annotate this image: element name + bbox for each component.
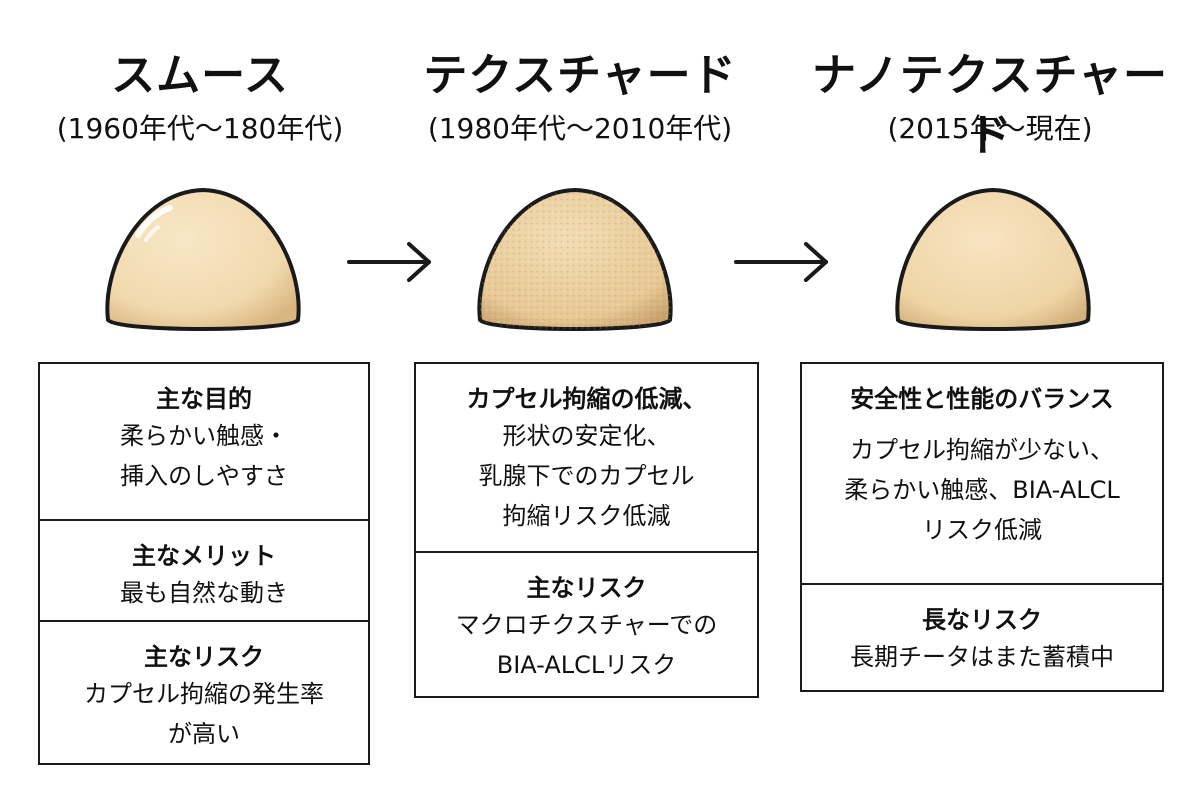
era-nanotextured: (2015年〜現在) — [887, 112, 1093, 145]
section-text: 柔らかい触感、BIA-ALCL — [844, 476, 1120, 504]
era-textured: (1980年代〜2010年代) — [427, 112, 733, 145]
right-arrow-icon — [734, 242, 828, 282]
section-text: 乳腺下でのカプセル — [478, 462, 695, 490]
title-smooth: スムース — [111, 50, 289, 101]
title-nanotextured: ナノテクスチャード — [811, 50, 1169, 161]
section-text: 最も自然な動き — [120, 579, 288, 607]
risk-section: 主なリスク カプセル拘縮の発生率 が高い — [40, 620, 368, 763]
section-heading: 主なリスク — [526, 574, 647, 602]
purpose-section: 安全性と性能のバランス カプセル拘縮が少ない、 柔らかい触感、BIA-ALCL … — [802, 364, 1162, 583]
section-heading: 主な目的 — [156, 385, 252, 413]
section-heading: 安全性と性能のバランス — [850, 385, 1114, 413]
risk-section: 主なリスク マクロチクスチャーでの BIA-ALCLリスク — [416, 551, 757, 696]
section-heading: 主なリスク — [144, 643, 264, 671]
section-text: 長期チータはまた蓄積中 — [850, 643, 1114, 671]
info-box-nanotextured: 安全性と性能のバランス カプセル拘縮が少ない、 柔らかい触感、BIA-ALCL … — [800, 362, 1164, 692]
era-smooth: (1960年代〜180年代) — [56, 112, 344, 145]
right-arrow-icon — [347, 242, 431, 282]
nanotextured-implant-icon — [895, 187, 1091, 331]
section-text: が高い — [168, 720, 240, 748]
section-text: 柔らかい触感・ — [120, 422, 288, 450]
info-box-smooth: 主な目的 柔らかい触感・ 挿入のしやすさ 主なメリット 最も自然な動き 主なリス… — [38, 362, 370, 765]
risk-section: 長なリスク 長期チータはまた蓄積中 — [802, 583, 1162, 690]
title-textured: テクスチャード — [423, 50, 737, 101]
purpose-section: カプセル拘縮の低減、 形状の安定化、 乳腺下でのカプセル 拘縮リスク低減 — [416, 364, 757, 551]
section-heading: カプセル拘縮の低減、 — [466, 385, 707, 413]
smooth-implant-icon — [105, 187, 301, 331]
textured-implant-icon — [477, 187, 673, 331]
section-text: カプセル拘縮の発生率 — [84, 680, 324, 708]
section-text: 拘縮リスク低減 — [502, 502, 671, 530]
section-text: BIA-ALCLリスク — [496, 651, 677, 679]
section-text: リスク低減 — [922, 516, 1042, 544]
info-box-textured: カプセル拘縮の低減、 形状の安定化、 乳腺下でのカプセル 拘縮リスク低減 主なリ… — [414, 362, 759, 698]
section-heading: 主なメリット — [132, 542, 276, 570]
purpose-section: 主な目的 柔らかい触感・ 挿入のしやすさ — [40, 364, 368, 519]
section-text: 挿入のしやすさ — [120, 462, 288, 490]
section-text: 形状の安定化、 — [502, 422, 671, 450]
section-heading: 長なリスク — [922, 606, 1042, 634]
merit-section: 主なメリット 最も自然な動き — [40, 519, 368, 620]
section-text: カプセル拘縮が少ない、 — [850, 436, 1114, 464]
section-text: マクロチクスチャーでの — [455, 611, 718, 639]
